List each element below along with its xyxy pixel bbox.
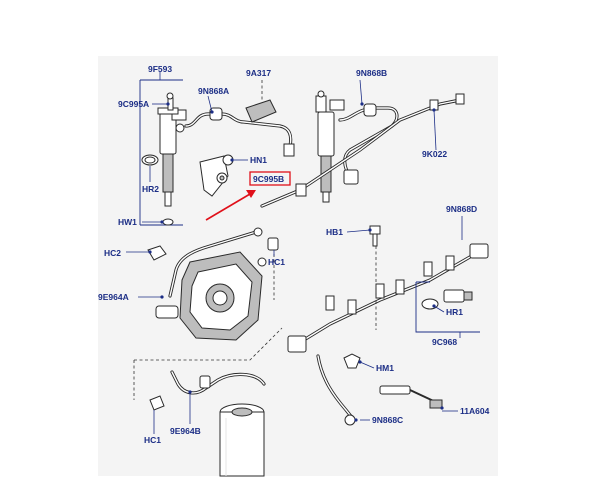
leader-lines bbox=[126, 79, 463, 434]
label-9k022: 9K022 bbox=[422, 149, 447, 159]
return-rail-9k022 bbox=[260, 93, 465, 208]
label-hr2: HR2 bbox=[142, 184, 159, 194]
seal-ring-hr2 bbox=[141, 154, 159, 166]
highlight-box bbox=[249, 171, 291, 186]
label-9n868b: 9N868B bbox=[356, 68, 387, 78]
part-labels: 9F593 9C995A 9N868A 9A317 9N868B HN1 HR2… bbox=[98, 64, 490, 445]
label-9e964a: 9E964A bbox=[98, 292, 129, 302]
label-9e964b: 9E964B bbox=[170, 426, 201, 436]
fuel-pipe-9e964b bbox=[133, 327, 283, 400]
label-hc1-upper: HC1 bbox=[268, 257, 285, 267]
injector-kit-bracket bbox=[139, 72, 183, 226]
bolt-hb1 bbox=[369, 225, 381, 247]
bracket-9a317 bbox=[245, 80, 277, 123]
highlight-callout bbox=[205, 171, 291, 221]
washer-hw1 bbox=[162, 218, 174, 226]
pipe-9n868c bbox=[316, 354, 356, 426]
label-9c968: 9C968 bbox=[432, 337, 457, 347]
fuel-pipe-9e964a bbox=[168, 227, 263, 298]
label-hc1-lower: HC1 bbox=[144, 435, 161, 445]
label-9c995a: 9C995A bbox=[118, 99, 149, 109]
highlight-arrow-head bbox=[246, 190, 256, 198]
label-hr1: HR1 bbox=[446, 307, 463, 317]
leak-off-pipe-9n868a bbox=[184, 107, 295, 157]
fuel-filter-canister bbox=[219, 403, 265, 477]
label-hm1: HM1 bbox=[376, 363, 394, 373]
label-11a604: 11A604 bbox=[460, 406, 490, 416]
label-hc2: HC2 bbox=[104, 248, 121, 258]
highlight-arrow-line bbox=[205, 193, 251, 221]
fuel-rail-9n868d bbox=[287, 243, 489, 353]
clip-hc1-upper bbox=[267, 237, 279, 256]
label-9n868a: 9N868A bbox=[198, 86, 229, 96]
glow-plug-11a604 bbox=[379, 385, 443, 409]
label-hw1: HW1 bbox=[118, 217, 137, 227]
label-hb1: HB1 bbox=[326, 227, 343, 237]
injector-bolt-9c995a bbox=[166, 92, 174, 111]
clip-hc1-lower bbox=[149, 395, 165, 411]
label-9n868d: 9N868D bbox=[446, 204, 477, 214]
label-9n868c: 9N868C bbox=[372, 415, 403, 425]
injector-clamp bbox=[199, 154, 234, 197]
label-hn1: HN1 bbox=[250, 155, 267, 165]
label-9f593: 9F593 bbox=[148, 64, 172, 74]
clip-hm1 bbox=[343, 353, 361, 369]
fuel-injector-left bbox=[157, 107, 187, 207]
fuel-injector-right bbox=[315, 90, 345, 203]
label-9c995b: 9C995B bbox=[253, 174, 284, 184]
clip-hc2 bbox=[147, 245, 167, 261]
label-9a317: 9A317 bbox=[246, 68, 271, 78]
high-pressure-fuel-pump bbox=[155, 251, 275, 341]
